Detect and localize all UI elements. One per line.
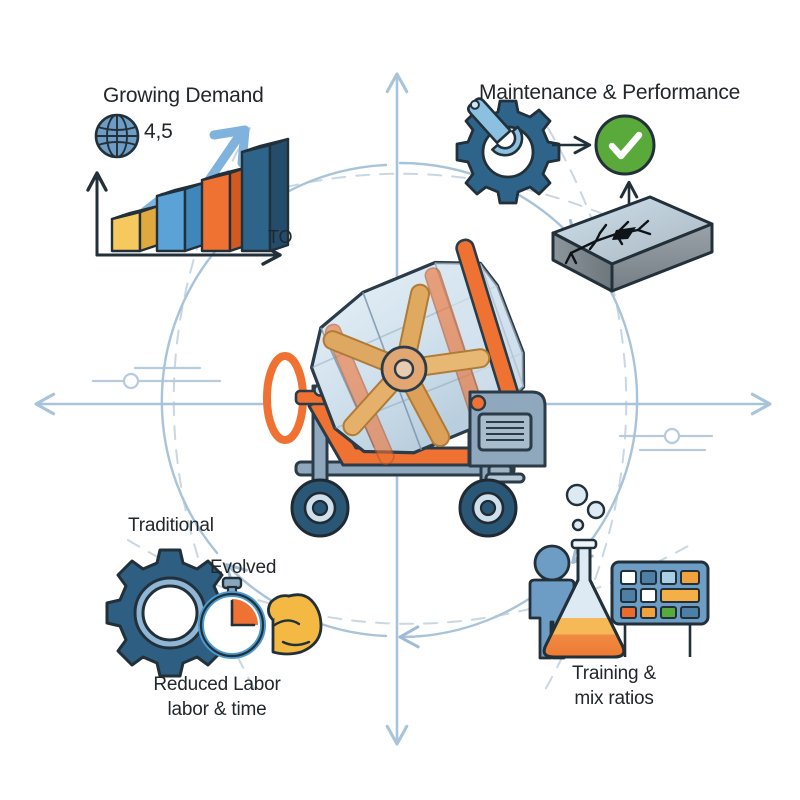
gear-wrench-icon	[455, 97, 561, 205]
slider-left[interactable]	[91, 366, 222, 390]
reduced-labor-caption-line1: Reduced Labor	[153, 674, 281, 695]
bar-chart-3d	[86, 125, 290, 266]
flask-icon	[542, 483, 626, 659]
reduced-labor-caption-line2: labor & time	[167, 699, 267, 720]
evolved-label: Evolved	[210, 557, 277, 578]
mixer-motor	[468, 390, 547, 484]
cracked-slab-icon	[551, 195, 714, 293]
growing-demand-metric: 4,5	[144, 120, 173, 143]
mix-board-icon	[610, 560, 710, 657]
bar-4	[240, 137, 290, 253]
flexed-bicep-icon	[267, 593, 323, 656]
bubbles	[565, 483, 606, 532]
training-caption-line2: mix ratios	[574, 688, 654, 709]
training-caption-line1: Training &	[572, 663, 656, 684]
bar-1	[110, 204, 160, 253]
globe-icon	[94, 113, 140, 159]
bar-2	[155, 181, 205, 253]
growing-demand-heading: Growing Demand	[103, 84, 264, 107]
traditional-label: Traditional	[128, 515, 214, 536]
bar-chart-axis-label: TO	[268, 227, 293, 247]
mixer-paddles	[322, 283, 491, 447]
maintenance-performance-heading: Maintenance & Performance	[479, 81, 741, 104]
concrete-mixer	[263, 238, 547, 538]
mixer-wheels	[290, 478, 518, 538]
green-check-icon	[594, 114, 656, 176]
stopwatch-icon	[198, 576, 266, 659]
